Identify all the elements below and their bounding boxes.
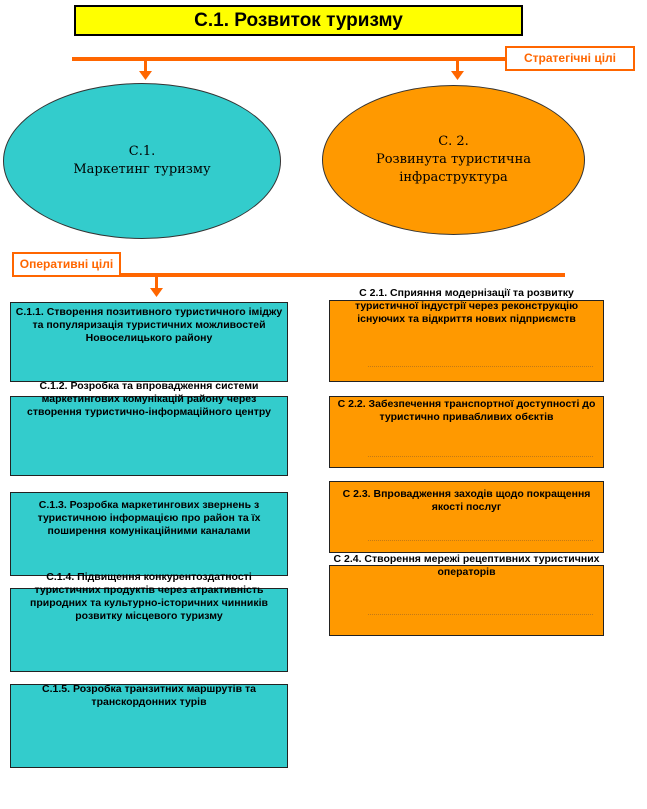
arrow-down-icon bbox=[150, 288, 163, 297]
operative-goal-box bbox=[10, 302, 288, 382]
strategic-goal-c1: С.1. Маркетинг туризму bbox=[3, 83, 281, 239]
dotted-line bbox=[368, 366, 593, 367]
dotted-line bbox=[368, 614, 593, 615]
page-title: С.1. Розвиток туризму bbox=[74, 5, 523, 36]
operative-goal-label: С.1.4. Підвищення конкурентоздатності ту… bbox=[30, 571, 268, 622]
operative-goal-label: С 2.1. Сприяння модернізації та розвитку… bbox=[354, 287, 579, 325]
arrow-stem-c1 bbox=[144, 60, 147, 74]
strategic-connector-line bbox=[72, 57, 508, 61]
operative-goal-label: С.1.5. Розробка транзитних маршрутів та … bbox=[42, 683, 256, 708]
strategic-goals-tag: Стратегічні цілі bbox=[505, 46, 635, 71]
operative-goal-box bbox=[10, 396, 288, 476]
operative-connector-line bbox=[120, 273, 565, 277]
operative-goal-box bbox=[329, 481, 604, 553]
dotted-line bbox=[368, 456, 593, 457]
arrow-stem-c2 bbox=[456, 60, 459, 74]
goal-name: інфраструктура bbox=[399, 170, 508, 185]
operative-goal-box bbox=[329, 300, 604, 382]
operative-goal-box bbox=[10, 684, 288, 768]
operative-goal-box bbox=[10, 492, 288, 576]
operative-goal-label: С 2.3. Впровадження заходів щодо покраще… bbox=[342, 488, 591, 513]
goal-code: С.1. bbox=[128, 144, 156, 159]
goal-name: Маркетинг туризму bbox=[73, 162, 211, 177]
arrow-stem-left bbox=[155, 276, 158, 290]
operative-goal-box bbox=[10, 588, 288, 672]
operative-goal-label: С 2.4. Створення мережі рецептивних тури… bbox=[333, 553, 600, 578]
operative-goal-label: С.1.3. Розробка маркетингових звернень з… bbox=[37, 499, 261, 537]
operative-goal-label: С.1.2. Розробка та впровадження системи … bbox=[27, 380, 271, 418]
operative-goal-box bbox=[329, 565, 604, 636]
operative-goal-label: С.1.1. Створення позитивного туристичног… bbox=[15, 306, 283, 344]
operative-goals-tag: Оперативні цілі bbox=[12, 252, 121, 277]
operative-goal-label: С 2.2. Забезпечення транспортної доступн… bbox=[337, 398, 596, 423]
arrow-down-icon bbox=[451, 71, 464, 80]
strategic-goal-c2: С. 2. Розвинута туристична інфраструктур… bbox=[322, 85, 585, 235]
dotted-line bbox=[368, 540, 593, 541]
goal-name: Розвинута туристична bbox=[375, 152, 531, 167]
goal-code: С. 2. bbox=[438, 134, 469, 149]
arrow-down-icon bbox=[139, 71, 152, 80]
